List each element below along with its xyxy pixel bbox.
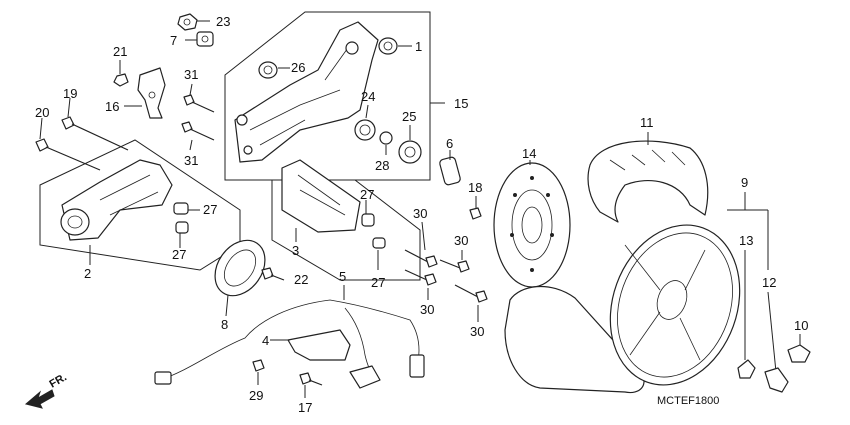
callout-21: 21	[113, 44, 127, 59]
bolt-22	[261, 267, 285, 281]
callout-25: 25	[402, 109, 416, 124]
clip	[787, 334, 811, 363]
callout-29: 29	[249, 388, 263, 403]
valve-group	[727, 192, 789, 393]
rear-arm-group	[271, 159, 421, 281]
callout-30a: 30	[413, 206, 427, 221]
callout-30b: 30	[454, 233, 468, 248]
callout-23: 23	[216, 14, 230, 29]
rear-tire	[587, 132, 709, 223]
callout-7: 7	[170, 33, 177, 48]
callout-18: 18	[468, 180, 482, 195]
callout-22: 22	[294, 272, 308, 287]
callout-27b: 27	[172, 247, 186, 262]
callout-2: 2	[84, 266, 91, 281]
collar-and-bolt	[439, 150, 482, 220]
callout-10: 10	[794, 318, 808, 333]
small-bracket-and-bolts	[113, 60, 215, 151]
swingarm-bracket-group	[224, 11, 445, 181]
callout-24: 24	[361, 89, 375, 104]
brake-disc	[493, 160, 571, 288]
callout-26: 26	[291, 60, 305, 75]
arm-group	[39, 139, 241, 271]
callout-19: 19	[63, 86, 77, 101]
callout-16: 16	[105, 99, 119, 114]
callout-17: 17	[298, 400, 312, 415]
callout-11: 11	[640, 115, 654, 130]
callout-6: 6	[446, 136, 453, 151]
callout-31a: 31	[184, 67, 198, 82]
pulser-ring	[214, 239, 266, 317]
callout-28: 28	[375, 158, 389, 173]
callout-8: 8	[221, 317, 228, 332]
diagram-code: MCTEF1800	[657, 395, 719, 407]
callout-12: 12	[762, 275, 776, 290]
callout-27d: 27	[371, 275, 385, 290]
callout-3: 3	[292, 243, 299, 258]
callout-15: 15	[454, 96, 468, 111]
callout-9: 9	[741, 175, 748, 190]
front-direction-arrow	[24, 389, 55, 409]
callout-30c: 30	[420, 302, 434, 317]
callout-31b: 31	[184, 153, 198, 168]
front-direction-label: FR.	[48, 371, 69, 390]
callout-4: 4	[262, 333, 269, 348]
callout-1: 1	[415, 39, 422, 54]
callout-13: 13	[739, 233, 753, 248]
bolts-30	[404, 221, 488, 322]
nut-and-collar	[177, 13, 214, 47]
callout-5: 5	[339, 269, 346, 284]
callout-30d: 30	[470, 324, 484, 339]
rear-wheel	[504, 224, 741, 394]
callout-27c: 27	[360, 187, 374, 202]
long-bolts	[35, 97, 129, 171]
callout-27a: 27	[203, 202, 217, 217]
callout-labels: 1 2 3 4 5 6 7 8 9 10 11 12 13 14 15 16 1…	[35, 14, 808, 415]
speed-sensor-group	[154, 285, 425, 398]
callout-14: 14	[522, 146, 536, 161]
callout-20: 20	[35, 105, 49, 120]
